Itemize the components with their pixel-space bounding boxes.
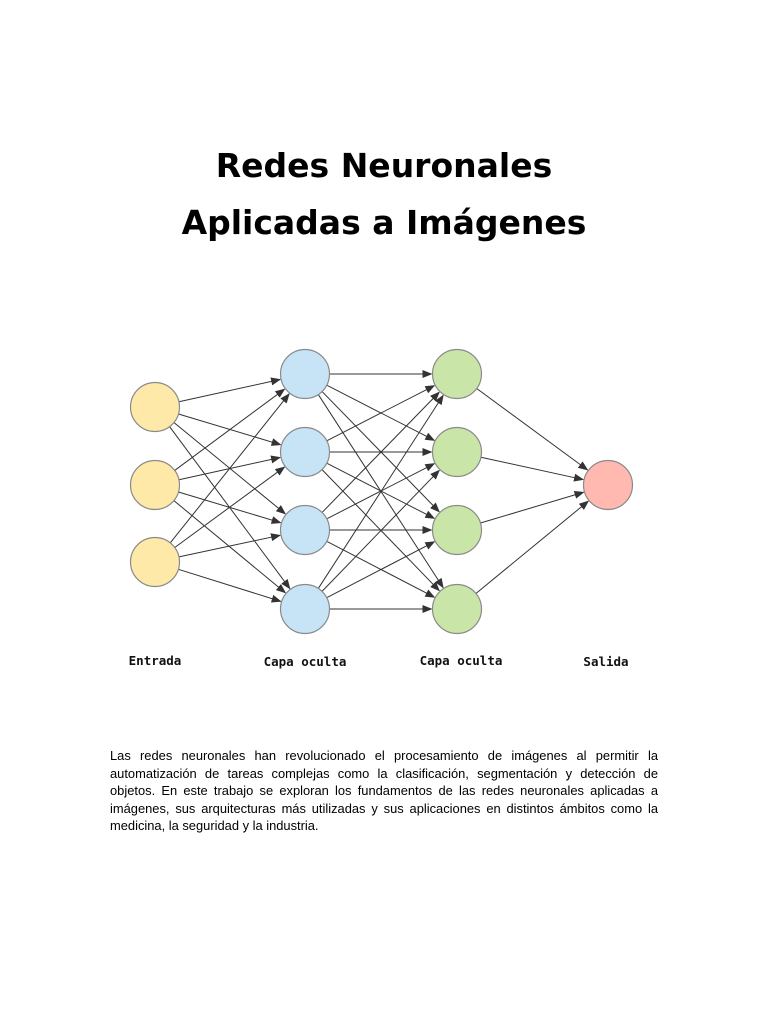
connection-2-2-0 (480, 491, 585, 524)
neuron-layer1-0 (279, 348, 331, 400)
connection-0-2-2 (178, 533, 282, 558)
connection-2-3-0 (475, 500, 590, 594)
neuron-layer1-3 (279, 583, 331, 635)
title-line-2: Aplicadas a Imágenes (181, 203, 587, 242)
connection-0-2-0 (169, 393, 290, 544)
neuron-layer1-2 (279, 504, 331, 556)
neuron-layer3-0 (582, 459, 634, 511)
neuron-layer0-1 (129, 459, 181, 511)
connection-0-2-1 (174, 466, 286, 548)
connection-0-2-3 (178, 568, 282, 603)
connection-0-1-0 (174, 388, 286, 471)
title-line-1: Redes Neuronales (215, 146, 553, 185)
connection-0-0-0 (178, 377, 282, 403)
layer-labels: Entrada Capa oculta Capa oculta Salida (129, 653, 629, 669)
neuron-layer2-3 (431, 583, 483, 635)
abstract-paragraph: Las redes neuronales han revolucionado e… (110, 748, 658, 834)
connection-1-2-1 (326, 463, 436, 520)
connection-2-0-0 (476, 388, 589, 471)
connection-1-3-1 (321, 469, 440, 592)
layer-label-hidden-2: Capa oculta (420, 653, 503, 668)
connection-1-3-2 (326, 541, 436, 599)
neuron-layer2-2 (431, 504, 483, 556)
connection-1-1-0 (326, 385, 436, 442)
layer-label-hidden-1: Capa oculta (264, 654, 347, 669)
connection-0-1-3 (173, 500, 287, 594)
connections (169, 370, 590, 613)
layer-label-output: Salida (583, 654, 628, 669)
neuron-layer1-1 (279, 426, 331, 478)
neurons (129, 348, 634, 635)
connection-1-2-0 (321, 391, 440, 513)
neuron-layer2-1 (431, 426, 483, 478)
layer-label-input: Entrada (129, 653, 182, 668)
neural-network-diagram: Entrada Capa oculta Capa oculta Salida (129, 348, 634, 669)
connection-2-1-0 (480, 456, 585, 482)
neuron-layer2-0 (431, 348, 483, 400)
neuron-layer0-2 (129, 536, 181, 588)
connection-1-3-0 (317, 394, 444, 589)
neuron-layer0-0 (129, 381, 181, 433)
